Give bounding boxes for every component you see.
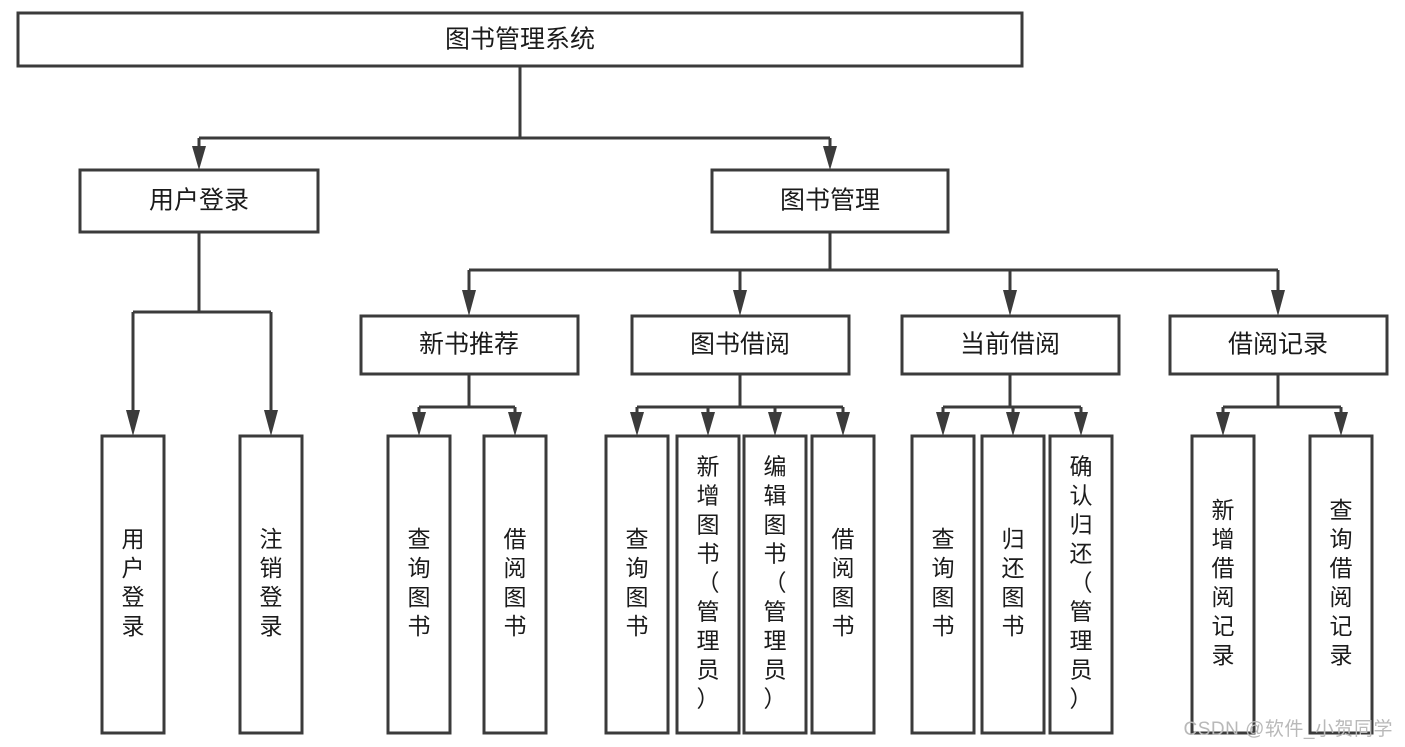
node-book-borrow[interactable]: 图书借阅 xyxy=(630,314,851,376)
arrow-head-current-borrow xyxy=(1003,290,1017,316)
node-leaf-confirm-return-admin[interactable]: 确认归还（管理员） xyxy=(1048,434,1114,735)
node-book-borrow-box[interactable] xyxy=(630,314,851,376)
node-current-borrow[interactable]: 当前借阅 xyxy=(900,314,1121,376)
node-leaf-add-borrow-record-box[interactable] xyxy=(1190,434,1256,735)
node-leaf-query-borrow-record[interactable]: 查询借阅记录 xyxy=(1308,434,1374,735)
arrow-head-leaf-edit-book-admin xyxy=(768,412,782,436)
node-user-login[interactable]: 用户登录 xyxy=(78,168,320,234)
node-leaf-query-book-3-box[interactable] xyxy=(910,434,976,735)
node-leaf-add-book-admin[interactable]: 新增图书（管理员） xyxy=(675,434,741,735)
node-leaf-edit-book-admin-label: 编辑图书（管理员） xyxy=(764,454,787,712)
node-leaf-edit-book-admin[interactable]: 编辑图书（管理员） xyxy=(742,434,808,735)
node-leaf-return-book-label: 归还图书 xyxy=(1002,526,1025,639)
node-leaf-return-book[interactable]: 归还图书 xyxy=(980,434,1046,735)
node-leaf-borrow-book-2-label: 借阅图书 xyxy=(832,526,855,639)
arrow-head-leaf-query-book-3 xyxy=(936,412,950,436)
arrow-head-book-manage xyxy=(823,146,837,170)
csdn-watermark: CSDN @软件_小贺同学 xyxy=(1183,719,1393,740)
node-current-borrow-label: 当前借阅 xyxy=(960,331,1060,359)
node-leaf-query-book-2[interactable]: 查询图书 xyxy=(604,434,670,735)
arrow-head-user-login xyxy=(192,146,206,170)
node-leaf-confirm-return-admin-label: 确认归还（管理员） xyxy=(1070,454,1093,712)
node-leaf-add-book-admin-label: 新增图书（管理员） xyxy=(697,454,720,712)
node-book-manage-box[interactable] xyxy=(710,168,950,234)
node-root[interactable]: 图书管理系统 xyxy=(16,11,1024,68)
node-user-login-label: 用户登录 xyxy=(149,187,249,215)
node-leaf-return-book-box[interactable] xyxy=(980,434,1046,735)
arrow-head-leaf-borrow-book-2 xyxy=(836,412,850,436)
arrow-head-borrow-record xyxy=(1271,290,1285,316)
node-root-box[interactable] xyxy=(16,11,1024,68)
node-leaf-query-book-1[interactable]: 查询图书 xyxy=(386,434,452,735)
node-leaf-user-logout-label: 注销登录 xyxy=(260,526,283,639)
arrow-head-leaf-query-borrow-record xyxy=(1334,412,1348,436)
node-book-manage[interactable]: 图书管理 xyxy=(710,168,950,234)
node-leaf-edit-book-admin-box[interactable] xyxy=(742,434,808,735)
connector-layer xyxy=(126,66,1348,436)
node-leaf-borrow-book-1-label: 借阅图书 xyxy=(504,526,527,639)
node-leaf-add-borrow-record-label: 新增借阅记录 xyxy=(1212,497,1235,668)
node-borrow-record[interactable]: 借阅记录 xyxy=(1168,314,1389,376)
node-leaf-add-borrow-record[interactable]: 新增借阅记录 xyxy=(1190,434,1256,735)
node-new-book-rec-box[interactable] xyxy=(359,314,580,376)
node-leaf-query-book-1-label: 查询图书 xyxy=(408,526,431,639)
arrow-head-leaf-user-logout xyxy=(264,410,278,436)
arrow-head-leaf-borrow-book-1 xyxy=(508,412,522,436)
node-leaf-query-book-1-box[interactable] xyxy=(386,434,452,735)
arrow-head-leaf-add-book-admin xyxy=(701,412,715,436)
arrow-head-leaf-user-login xyxy=(126,410,140,436)
node-leaf-add-book-admin-box[interactable] xyxy=(675,434,741,735)
arrow-head-leaf-add-borrow-record xyxy=(1216,412,1230,436)
arrow-head-leaf-confirm-return-admin xyxy=(1074,412,1088,436)
node-leaf-query-book-2-box[interactable] xyxy=(604,434,670,735)
arrow-head-leaf-return-book xyxy=(1006,412,1020,436)
node-leaf-confirm-return-admin-box[interactable] xyxy=(1048,434,1114,735)
node-leaf-query-book-3-label: 查询图书 xyxy=(932,526,955,639)
node-book-manage-label: 图书管理 xyxy=(780,187,880,215)
node-leaf-borrow-book-1[interactable]: 借阅图书 xyxy=(482,434,548,735)
node-leaf-query-borrow-record-label: 查询借阅记录 xyxy=(1330,497,1353,668)
node-leaf-query-book-3[interactable]: 查询图书 xyxy=(910,434,976,735)
node-borrow-record-box[interactable] xyxy=(1168,314,1389,376)
node-current-borrow-box[interactable] xyxy=(900,314,1121,376)
arrow-head-new-book-rec xyxy=(462,290,476,316)
node-new-book-rec[interactable]: 新书推荐 xyxy=(359,314,580,376)
node-root-label: 图书管理系统 xyxy=(445,26,595,54)
node-leaf-user-login-label: 用户登录 xyxy=(122,526,145,639)
node-leaf-query-book-2-label: 查询图书 xyxy=(626,526,649,639)
node-book-borrow-label: 图书借阅 xyxy=(690,331,790,359)
arrow-head-leaf-query-book-2 xyxy=(630,412,644,436)
node-borrow-record-label: 借阅记录 xyxy=(1228,331,1328,359)
arrow-head-book-borrow xyxy=(733,290,747,316)
node-leaf-borrow-book-2-box[interactable] xyxy=(810,434,876,735)
node-leaf-borrow-book-1-box[interactable] xyxy=(482,434,548,735)
node-leaf-user-login[interactable]: 用户登录 xyxy=(100,434,166,735)
node-user-login-box[interactable] xyxy=(78,168,320,234)
node-leaf-user-logout[interactable]: 注销登录 xyxy=(238,434,304,735)
node-leaf-query-borrow-record-box[interactable] xyxy=(1308,434,1374,735)
node-leaf-borrow-book-2[interactable]: 借阅图书 xyxy=(810,434,876,735)
node-leaf-user-logout-box[interactable] xyxy=(238,434,304,735)
node-new-book-rec-label: 新书推荐 xyxy=(419,331,519,359)
node-leaf-user-login-box[interactable] xyxy=(100,434,166,735)
arrow-head-leaf-query-book-1 xyxy=(412,412,426,436)
